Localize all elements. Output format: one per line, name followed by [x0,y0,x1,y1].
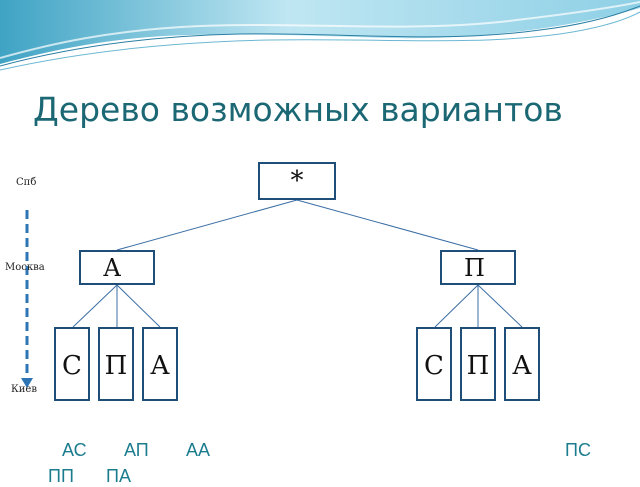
edge-left-1 [72,284,118,328]
node-p: П [440,250,516,285]
combo-ps: ПС [565,440,591,460]
combo-pa: ПА [106,466,131,486]
page-title: Дерево возможных вариантов [33,90,563,129]
edge-right-3 [477,284,523,328]
combo-pp: ПП [48,466,74,486]
combo-as: АС [62,440,87,460]
leaf-p-p: П [460,327,496,401]
leaf-p-a: А [504,327,540,401]
city-label-moscow: Москва [5,262,45,273]
city-label-spb: Спб [16,177,37,188]
combo-aa: АА [186,440,211,460]
city-label-kiev: Киев [11,384,37,395]
leaf-p-s: С [416,327,452,401]
edge-root-left [116,199,298,251]
decorative-wave-header [0,0,640,71]
leaf-a-a: А [142,327,178,401]
node-a: А [79,250,155,285]
edge-right-1 [434,284,479,328]
root-node: * [258,162,336,200]
combo-ap: АП [124,440,149,460]
edge-root-right [296,199,479,251]
level-arrow-head [21,378,33,388]
edge-left-3 [116,284,161,328]
leaf-a-p: П [98,327,134,401]
leaf-a-s: С [54,327,90,401]
